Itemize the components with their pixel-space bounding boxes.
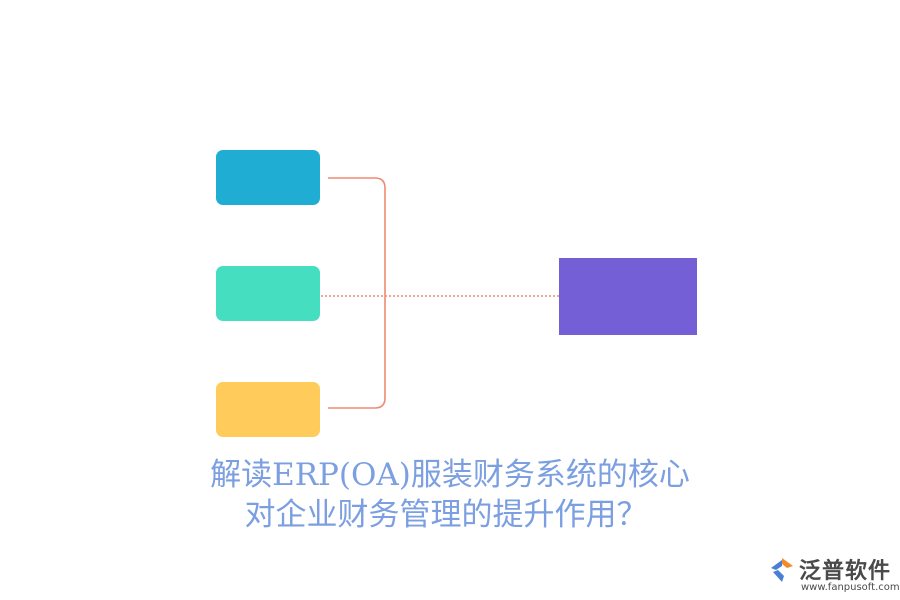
logo-url: www.fanpusoft.com	[801, 582, 900, 593]
diagram-node-purple	[559, 258, 697, 335]
bracket-connector	[328, 177, 386, 409]
caption-line-1: 解读ERP(OA)服装财务系统的核心	[210, 457, 690, 493]
logo-mark-blue-a	[771, 560, 782, 570]
caption-line-2: 对企业财务管理的提升作用？	[244, 497, 648, 533]
diagram-node-blue	[216, 150, 320, 205]
fanpu-logo-icon	[771, 558, 793, 582]
brand-logo: 泛普软件 www.fanpusoft.com	[768, 553, 900, 595]
logo-name: 泛普软件	[799, 559, 892, 584]
logo-mark-orange	[782, 558, 793, 568]
logo-mark-blue-b	[773, 570, 784, 582]
diagram-node-yellow	[216, 382, 320, 437]
diagram-node-teal	[216, 266, 320, 321]
